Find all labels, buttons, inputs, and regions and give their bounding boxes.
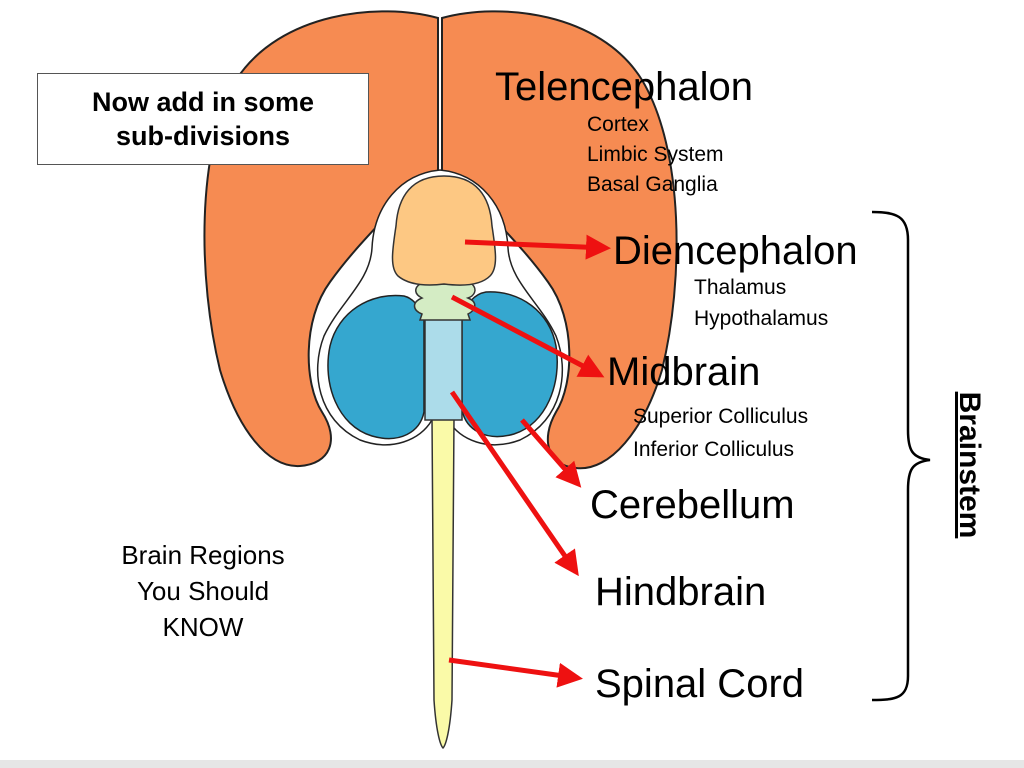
telencephalon-sub-3: Basal Ganglia — [587, 173, 718, 196]
bottom-bar — [0, 760, 1024, 768]
callout-line-1: Now add in some — [91, 87, 315, 117]
spinal-cord-shape — [431, 417, 455, 750]
spinal-cord-label: Spinal Cord — [595, 662, 805, 706]
telencephalon-sub-1: Cortex — [587, 113, 649, 136]
midbrain-sub-1: Superior Colliculus — [633, 405, 809, 428]
note-text: Brain Regions You Should KNOW — [80, 537, 326, 645]
note-line-3: KNOW — [162, 612, 244, 642]
arrow-hindbrain — [449, 390, 579, 577]
hindbrain-shape — [424, 317, 463, 421]
hindbrain-label: Hindbrain — [595, 570, 767, 614]
diencephalon-shape — [391, 175, 497, 286]
diencephalon-sub-2: Hypothalamus — [694, 307, 829, 330]
brainstem-bracket — [871, 210, 931, 702]
callout-box: Now add in some sub-divisions — [37, 73, 369, 165]
midbrain-label: Midbrain — [607, 350, 761, 394]
callout-line-2: sub-divisions — [115, 121, 291, 151]
telencephalon-label: Telencephalon — [495, 65, 753, 109]
arrow-diencephalon — [464, 234, 611, 260]
note-line-1: Brain Regions — [121, 540, 285, 570]
arrow-cerebellum — [520, 418, 582, 488]
note-line-2: You Should — [136, 576, 270, 606]
arrow-midbrain — [450, 294, 605, 378]
telencephalon-sub-2: Limbic System — [587, 143, 724, 166]
midbrain-shape — [413, 283, 476, 321]
brainstem-label: Brainstem — [953, 391, 986, 539]
arrow-spinal-cord — [448, 657, 583, 688]
diencephalon-label: Diencephalon — [613, 229, 858, 273]
midbrain-sub-2: Inferior Colliculus — [633, 438, 795, 461]
cerebellum-label: Cerebellum — [590, 483, 795, 527]
diencephalon-sub-1: Thalamus — [694, 276, 787, 299]
brainstem-label-container: Brainstem — [945, 380, 993, 550]
